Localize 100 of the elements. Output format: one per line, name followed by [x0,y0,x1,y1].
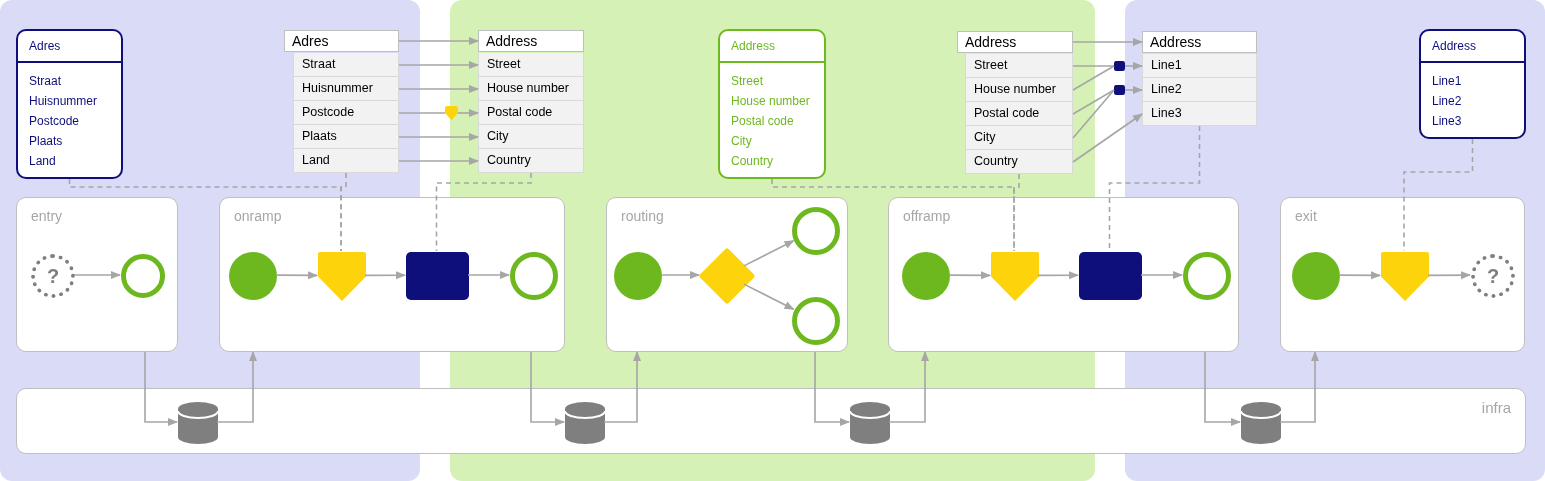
schema-card [718,29,826,179]
stage-label: onramp [234,208,282,224]
table-row: Street [478,53,584,77]
arrow [275,271,318,280]
queue-cylinder [1241,402,1281,444]
router-diamond [700,249,754,303]
arrow [660,271,700,279]
translator-pentagon [445,106,458,120]
arrow [1140,271,1183,279]
table-row: Postal code [965,102,1073,126]
arrow [1072,113,1143,163]
table-row: Postcode [293,101,399,125]
arrow [948,271,991,280]
processor-box [1114,85,1125,95]
stage-panel [888,197,1239,352]
unknown-endpoint-circle: ? [1471,254,1515,298]
start-event-circle [229,252,277,300]
arrow [364,271,406,280]
arrow [1124,86,1143,94]
arrow [1037,271,1079,280]
arrow [743,283,795,310]
field-name: Line1 [1432,73,1463,90]
field-name: Huisnummer [29,93,98,110]
connector-line [1072,65,1115,91]
table-row: Line2 [1142,78,1257,102]
field-name: Plaats [29,133,64,150]
field-name: City [731,133,753,150]
table-row: City [965,126,1073,150]
card-title: Adres [29,39,62,53]
table-row: Line1 [1142,54,1257,78]
dashed-connector [340,172,347,252]
card-title: Address [731,39,777,53]
connector-line [398,112,446,114]
infra-label: infra [1481,399,1511,416]
stage-label: exit [1295,208,1317,224]
table-header: Address [957,31,1073,53]
table-row: House number [965,78,1073,102]
processor-box [1114,61,1125,71]
connector-line [1072,65,1115,67]
arrow [1124,62,1143,70]
field-name: Line2 [1432,93,1463,110]
stage-panel [606,197,848,352]
arrow [144,351,178,426]
field-name: Country [731,153,775,170]
translator-pentagon [1381,252,1429,301]
translator-pentagon [991,252,1039,301]
start-event-circle [902,252,950,300]
end-event-circle [792,297,840,345]
arrow [1427,271,1471,280]
connector-line [1072,89,1115,139]
arrow [1072,38,1143,46]
field-name: Street [731,73,764,90]
table-row: House number [478,77,584,101]
arrow [398,61,479,69]
end-event-circle [792,207,840,255]
field-name: Postcode [29,113,81,130]
schema-card [16,29,123,179]
dashed-connector [435,172,532,252]
arrow [398,85,479,93]
start-event-circle [614,252,662,300]
processor-box [406,252,469,300]
translator-pentagon [318,252,366,301]
table-row: Postal code [478,101,584,125]
arrow [398,37,479,45]
table-row: Land [293,149,399,173]
arrow [457,109,479,117]
field-name: Postal code [731,113,795,130]
arrow [73,271,121,279]
table-row: Plaats [293,125,399,149]
stage-label: offramp [903,208,951,224]
table-header: Address [1142,31,1257,53]
arrow [603,351,641,423]
infra-panel [16,388,1526,454]
arrow [398,133,479,141]
dashed-connector [1013,173,1020,252]
arrow [467,271,510,279]
stage-panel [16,197,178,352]
schema-card [1419,29,1526,139]
processor-box [1079,252,1142,300]
field-name: Line3 [1432,113,1463,130]
field-name: Straat [29,73,62,90]
stage-label: entry [31,208,63,224]
arrow [1279,351,1319,423]
queue-cylinder [850,402,890,444]
table-row: Line3 [1142,102,1257,126]
arrow [743,240,795,267]
arrow [1338,271,1381,280]
end-event-circle [510,252,558,300]
end-event-circle [1183,252,1231,300]
queue-cylinder [178,402,218,444]
stage-panel [219,197,565,352]
end-event-circle [121,254,165,298]
connector-line [1072,89,1115,115]
card-title: Address [1432,39,1478,53]
table-row: Country [478,149,584,173]
field-name: House number [731,93,811,110]
arrow [1204,351,1241,426]
unknown-endpoint-circle: ? [31,254,75,298]
arrow [216,351,257,423]
arrow [814,351,850,426]
